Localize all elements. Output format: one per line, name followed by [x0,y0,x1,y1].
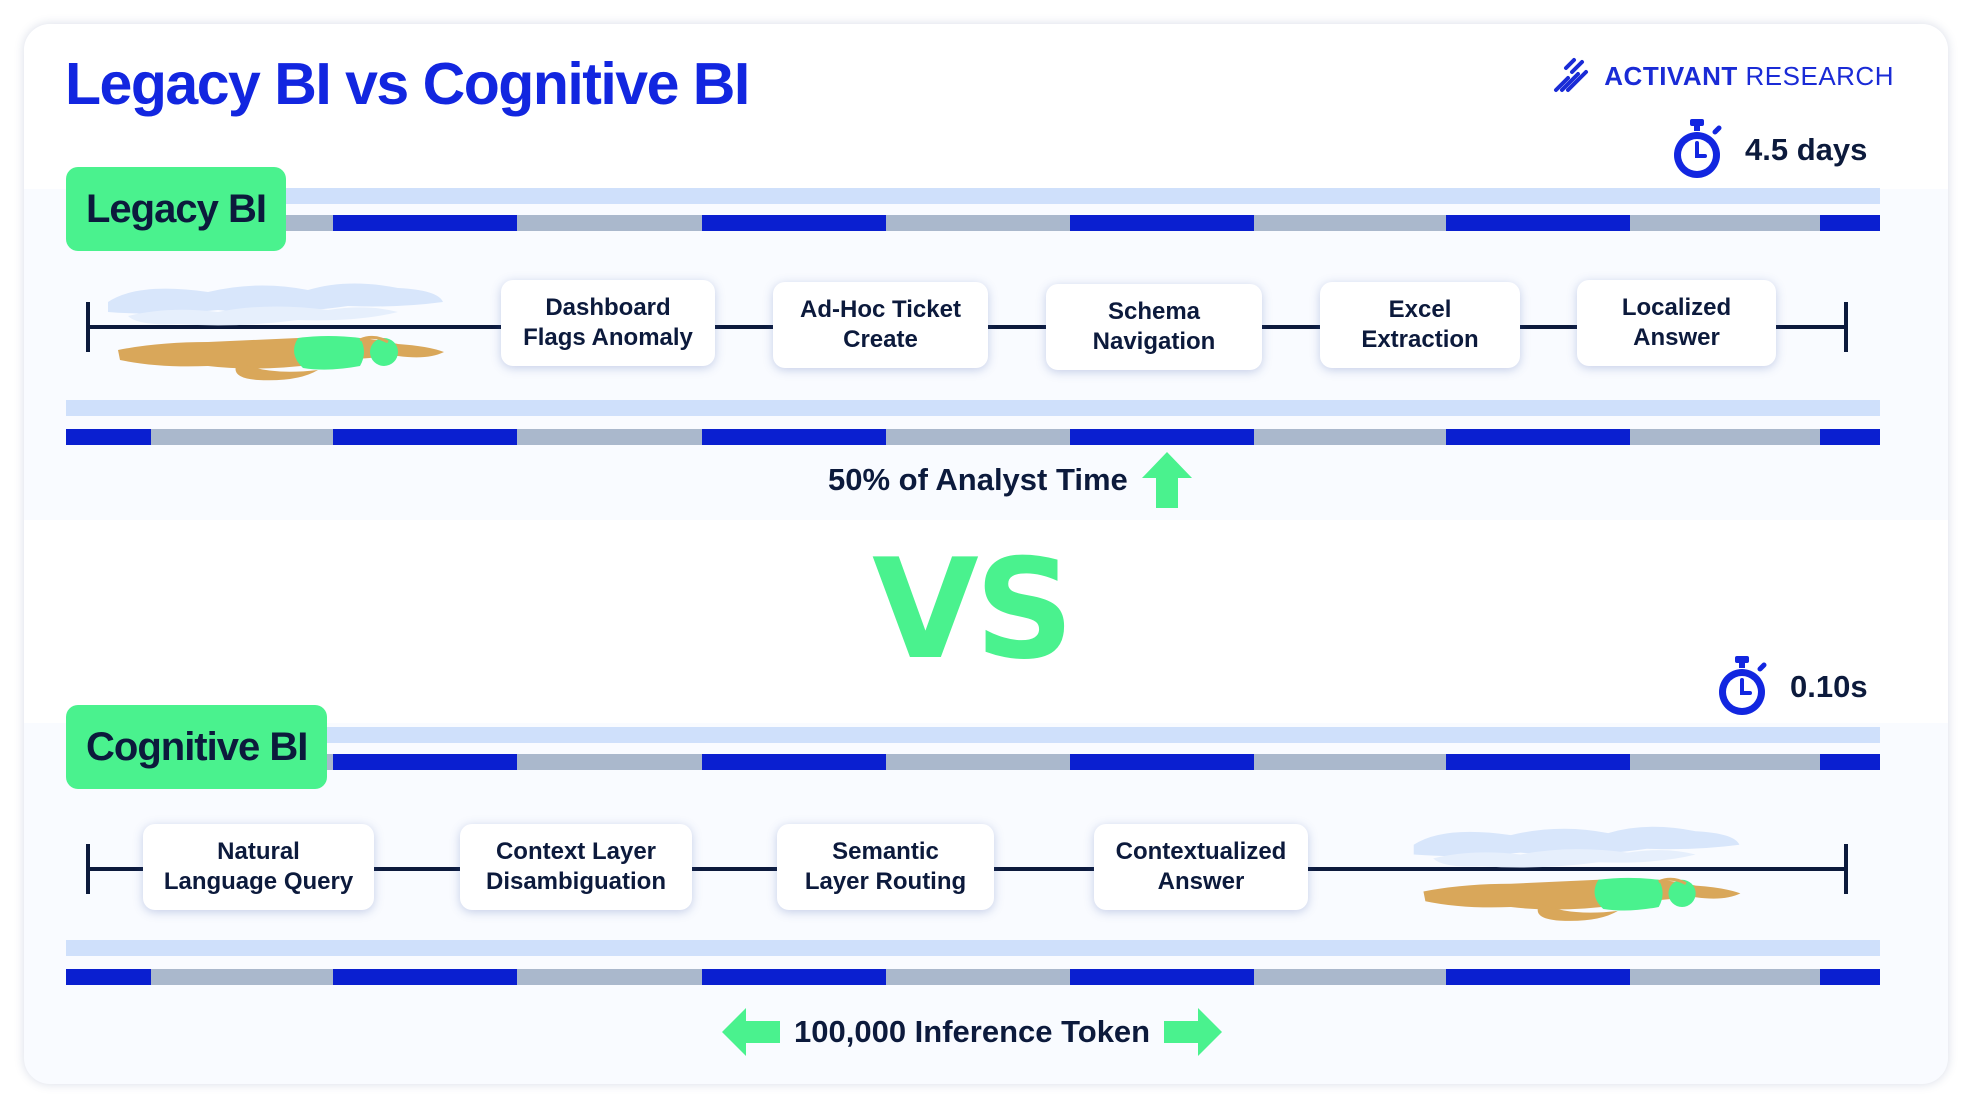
brand-name-bold: ACTIVANT [1604,60,1738,91]
legacy-step-schema-navigation: Schema Navigation [1046,284,1262,370]
arrow-right-icon [1164,1008,1223,1056]
stopwatch-icon [1719,656,1767,715]
legacy-track-end-cap [1844,302,1848,352]
legacy-step-excel-extraction: Excel Extraction [1320,282,1520,368]
legacy-step-localized-answer: Localized Answer [1577,280,1776,366]
cognitive-caption: 100,000 Inference Token [722,1008,1223,1056]
legacy-caption-text: 50% of Analyst Time [828,462,1128,497]
cognitive-dash-bar-top [66,754,1880,770]
cognitive-dash-bar-bottom [66,969,1880,985]
cognitive-caption-text: 100,000 Inference Token [794,1014,1151,1049]
brand-name-rest: RESEARCH [1745,60,1894,91]
legacy-light-bar-bottom [66,400,1880,416]
legacy-time: 4.5 days [1745,132,1868,167]
legacy-bi-label: Legacy BI [66,167,286,251]
cognitive-light-bar-bottom [66,940,1880,956]
swimmer-icon [1413,826,1741,921]
cognitive-step-natural-language-query: Natural Language Query [143,824,374,910]
stopwatch-icon [1674,119,1722,178]
vs-label: VS [872,529,1074,690]
cognitive-track-end-cap [1844,844,1848,894]
vs-divider-area [24,520,1948,723]
arrow-up-icon [1141,452,1192,508]
header-area [24,24,1948,189]
cognitive-timer: 0.10s [1714,656,1868,718]
cognitive-bi-label: Cognitive BI [66,705,328,789]
arrow-left-icon [722,1008,780,1056]
infographic-card: Legacy BI vs Cognitive BI ACTIVANT RESEA… [24,24,1948,1084]
cognitive-step-semantic-layer-routing: Semantic Layer Routing [777,824,994,910]
cognitive-light-bar-top [66,727,1880,743]
page-title: Legacy BI vs Cognitive BI [65,51,750,117]
cognitive-step-context-layer-disambiguation: Context Layer Disambiguation [460,824,692,910]
legacy-dash-bar-bottom [66,429,1880,445]
activant-logo-icon [1554,58,1589,92]
legacy-step-dashboard-flags-anomaly: Dashboard Flags Anomaly [501,280,715,366]
cognitive-step-contextualized-answer: Contextualized Answer [1094,824,1308,910]
legacy-light-bar-top [66,188,1880,204]
legacy-dash-bar-top [66,215,1880,231]
legacy-step-ad-hoc-ticket-create: Ad-Hoc Ticket Create [773,282,988,368]
cognitive-time: 0.10s [1790,669,1868,704]
brand-logo: ACTIVANT RESEARCH [1552,54,1894,98]
legacy-timer: 4.5 days [1669,119,1867,181]
swimmer-icon [108,283,444,381]
legacy-caption: 50% of Analyst Time [828,452,1192,508]
